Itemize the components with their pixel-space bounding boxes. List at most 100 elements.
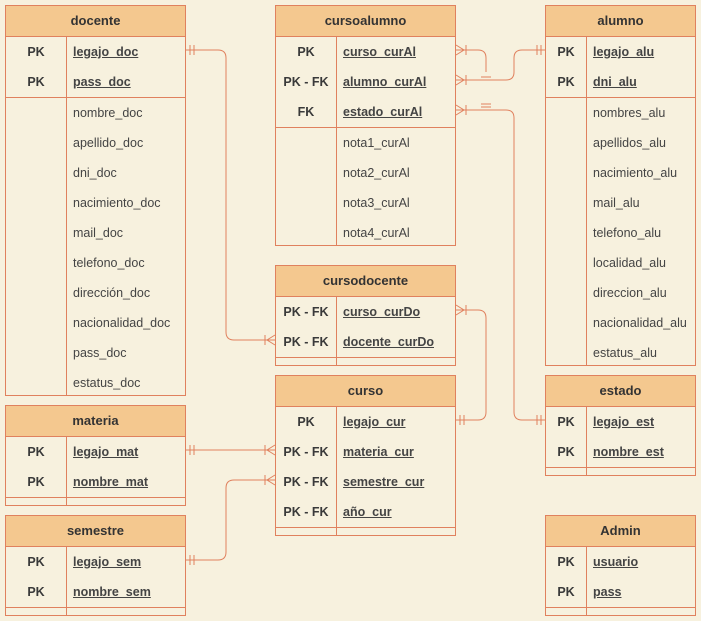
attribute-row[interactable]: estatus_alu <box>546 338 695 368</box>
key-type: PK <box>557 445 575 459</box>
attribute-name: localidad_alu <box>593 256 666 270</box>
attribute-section <box>276 528 455 537</box>
key-row[interactable]: PK nombre_est <box>546 437 695 467</box>
attribute-row[interactable]: nombre_doc <box>6 98 185 128</box>
key-row[interactable]: PK nombre_sem <box>6 577 185 607</box>
entity-title: Admin <box>546 516 695 547</box>
attribute-row[interactable]: direccion_alu <box>546 278 695 308</box>
entity-title: cursodocente <box>276 266 455 297</box>
one-marker <box>189 445 195 455</box>
key-type: PK <box>27 555 45 569</box>
one-marker <box>189 45 195 55</box>
attribute-row[interactable]: telefono_doc <box>6 248 185 278</box>
attribute-row[interactable]: nacionalidad_doc <box>6 308 185 338</box>
column-separator <box>336 296 337 365</box>
key-type: PK <box>27 75 45 89</box>
one-marker <box>536 415 542 425</box>
many-marker <box>264 444 276 456</box>
attribute-row[interactable]: mail_alu <box>546 188 695 218</box>
column-separator <box>586 36 587 365</box>
attribute-row[interactable]: pass_doc <box>6 338 185 368</box>
entity-title: docente <box>6 6 185 37</box>
attribute-name: nacimiento_alu <box>593 166 678 180</box>
attribute-row[interactable]: telefono_alu <box>546 218 695 248</box>
attribute-row[interactable]: apellido_doc <box>6 128 185 158</box>
rel-docente-cursodocente <box>186 49 275 341</box>
attribute-row[interactable]: nota4_curAl <box>276 218 455 248</box>
many-marker <box>455 44 467 56</box>
key-type: PK <box>27 585 45 599</box>
key-field-name: legajo_mat <box>73 445 139 459</box>
attribute-row[interactable]: nota2_curAl <box>276 158 455 188</box>
key-field-name: nombre_est <box>593 445 664 459</box>
attribute-row[interactable]: nota1_curAl <box>276 128 455 158</box>
key-type: PK - FK <box>283 505 329 519</box>
key-row[interactable]: PK pass_doc <box>6 67 185 97</box>
key-field-name: nombre_mat <box>73 475 149 489</box>
attribute-row[interactable]: dirección_doc <box>6 278 185 308</box>
attribute-name: telefono_doc <box>73 256 145 270</box>
key-field-name: nombre_sem <box>73 585 151 599</box>
key-type: PK - FK <box>283 305 329 319</box>
entity-title: materia <box>6 406 185 437</box>
key-field-name: materia_cur <box>343 445 414 459</box>
attribute-section <box>6 608 185 617</box>
many-marker <box>455 74 467 86</box>
attribute-row[interactable]: nota3_curAl <box>276 188 455 218</box>
attribute-row[interactable]: nacimiento_doc <box>6 188 185 218</box>
key-type: PK - FK <box>283 445 329 459</box>
key-type: PK <box>27 45 45 59</box>
many-marker <box>264 474 276 486</box>
rel-alumno-cursoalumno <box>456 49 545 81</box>
column-separator <box>336 36 337 245</box>
attribute-row[interactable]: dni_doc <box>6 158 185 188</box>
attribute-name: apellido_doc <box>73 136 144 150</box>
attribute-row[interactable]: localidad_alu <box>546 248 695 278</box>
attribute-row[interactable]: apellidos_alu <box>546 128 695 158</box>
column-separator <box>66 36 67 395</box>
attribute-name: nota1_curAl <box>343 136 410 150</box>
key-type: PK - FK <box>283 475 329 489</box>
entity-title: curso <box>276 376 455 407</box>
key-row[interactable]: PK - FK materia_cur <box>276 437 455 467</box>
key-field-name: pass_doc <box>73 75 131 89</box>
attribute-row[interactable]: estatus_doc <box>6 368 185 398</box>
attribute-row[interactable]: nombres_alu <box>546 98 695 128</box>
attribute-name: nota3_curAl <box>343 196 410 210</box>
attribute-row[interactable]: nacimiento_alu <box>546 158 695 188</box>
attribute-row[interactable]: mail_doc <box>6 218 185 248</box>
attribute-name: nacionalidad_doc <box>73 316 171 330</box>
key-field-name: estado_curAl <box>343 105 423 119</box>
attribute-row[interactable]: nacionalidad_alu <box>546 308 695 338</box>
key-field-name: legajo_est <box>593 415 655 429</box>
